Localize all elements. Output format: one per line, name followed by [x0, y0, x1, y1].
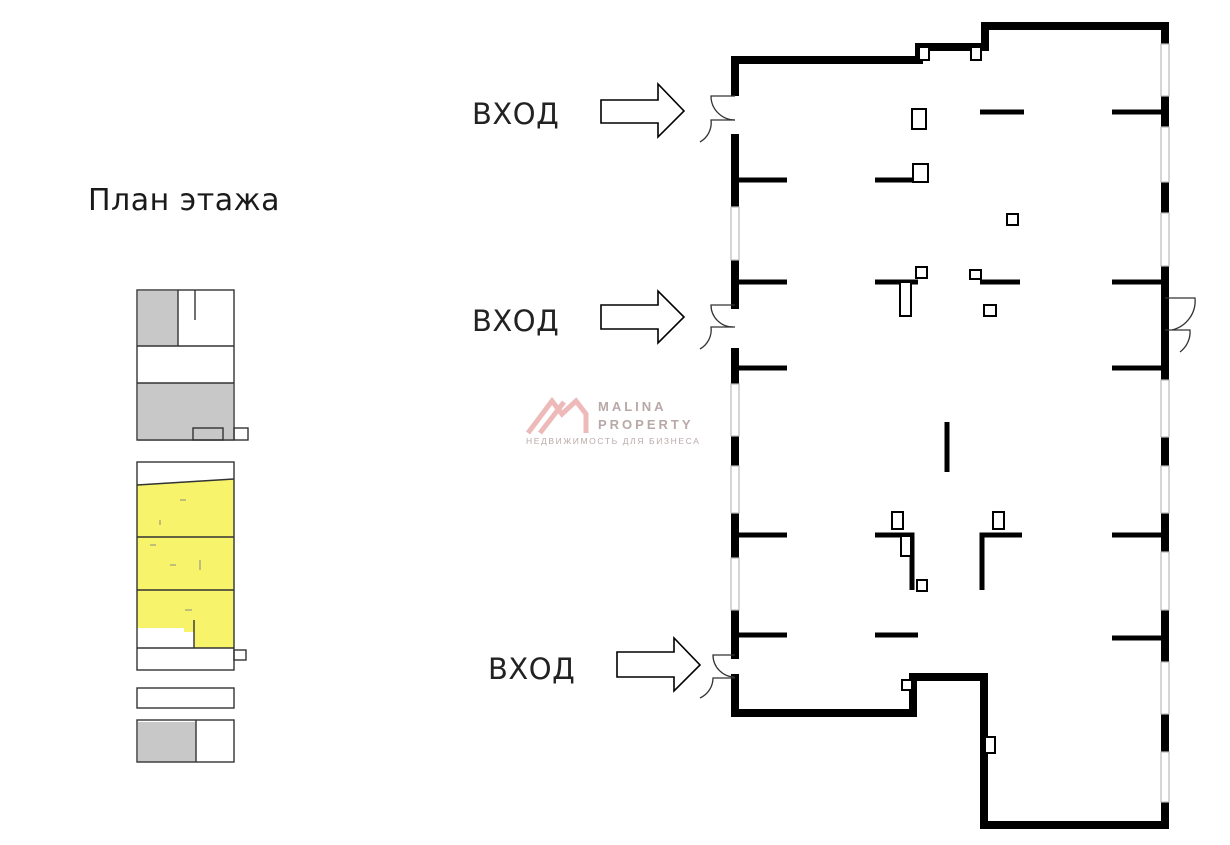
thumbnail-walls	[136, 289, 249, 763]
column	[984, 736, 996, 754]
thumbnail-unit-grey-1	[138, 291, 178, 346]
window	[730, 206, 740, 261]
columns	[891, 46, 1019, 754]
window	[730, 383, 740, 437]
column	[983, 304, 997, 317]
page-title: План этажа	[88, 183, 281, 218]
door-side-leaf	[1165, 329, 1191, 353]
column	[900, 535, 912, 557]
window	[1160, 212, 1170, 267]
door-side	[1165, 297, 1196, 331]
window	[1160, 126, 1170, 183]
column	[891, 511, 904, 530]
column	[1006, 213, 1019, 226]
logo-name: MALINA PROPERTY	[598, 398, 694, 434]
window	[730, 557, 740, 611]
logo-name-line2: PROPERTY	[598, 417, 694, 432]
doors	[699, 95, 1196, 699]
arrow-entrance-middle	[600, 289, 686, 345]
logo-tagline: НЕДВИЖИМОСТЬ ДЛЯ БИЗНЕСА	[526, 436, 701, 446]
door-entrance-bottom	[712, 654, 736, 678]
door-entrance-top-leaf	[699, 119, 735, 143]
door-entrance-bottom-leaf	[699, 677, 735, 699]
thumbnail-details	[150, 499, 201, 611]
column	[970, 46, 982, 61]
column	[899, 281, 912, 317]
column	[916, 579, 928, 592]
column	[911, 108, 927, 130]
column	[901, 679, 913, 691]
door-entrance-middle-leaf	[699, 326, 735, 350]
entrance-label-top: ВХОД	[472, 97, 560, 131]
window	[1160, 661, 1170, 715]
interior-walls	[735, 109, 1165, 641]
thumbnail-unit-highlight	[137, 479, 234, 648]
window	[1160, 379, 1170, 438]
column	[912, 163, 929, 183]
entrance-arrows	[600, 82, 702, 693]
arrow-entrance-top	[600, 82, 686, 139]
column	[992, 511, 1005, 530]
column	[915, 266, 928, 279]
thumbnail-occupied-units	[138, 291, 233, 762]
window	[730, 465, 740, 514]
thumbnail-unit-grey-3	[138, 722, 196, 762]
column	[969, 269, 982, 280]
window	[1160, 551, 1170, 611]
window	[1160, 465, 1170, 514]
thumbnail-highlighted-unit	[137, 479, 234, 648]
thumbnail-unit-grey-2	[138, 383, 233, 441]
windows	[730, 43, 1170, 803]
logo-name-line1: MALINA	[598, 399, 667, 414]
column	[918, 46, 930, 61]
outer-walls	[731, 22, 1169, 829]
window	[1160, 751, 1170, 803]
window	[1160, 43, 1170, 97]
entrance-label-bottom: ВХОД	[488, 652, 576, 686]
arrow-entrance-bottom	[616, 636, 702, 693]
entrance-label-middle: ВХОД	[472, 304, 560, 338]
door-entrance-top	[710, 95, 736, 121]
